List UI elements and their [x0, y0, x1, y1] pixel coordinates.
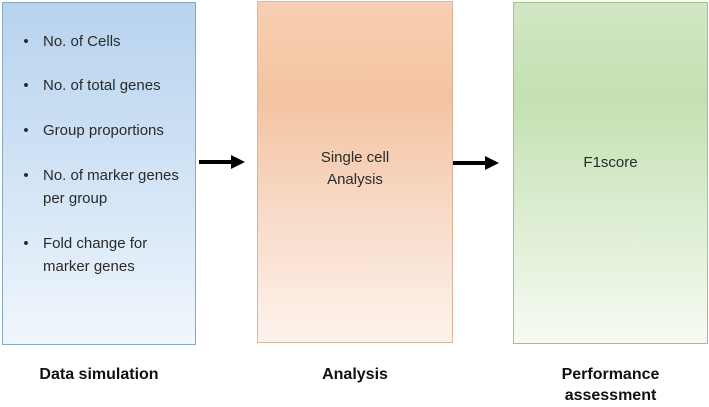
analysis-caption: Analysis — [322, 366, 388, 383]
list-item-text: No. of marker genes per group — [43, 167, 179, 207]
bullet-icon: • — [23, 33, 29, 50]
analysis-box: Single cell Analysis — [257, 1, 453, 343]
bullet-icon: • — [23, 167, 29, 184]
list-item: • Fold change for marker genes — [23, 232, 193, 278]
analysis-box-label-line2: Analysis — [327, 171, 383, 188]
data-simulation-box: • No. of Cells • No. of total genes • Gr… — [2, 2, 196, 345]
bullet-icon: • — [23, 122, 29, 139]
analysis-box-label-line1: Single cell — [320, 149, 390, 166]
list-item-text: Fold change for marker genes — [43, 235, 148, 275]
bullet-icon: • — [23, 77, 29, 94]
bullet-icon: • — [23, 235, 29, 252]
performance-box-label: F1score — [583, 154, 638, 171]
list-item-text: Group proportions — [43, 122, 164, 139]
performance-caption-line2: assessment — [564, 387, 657, 404]
arrow-right-icon — [453, 156, 499, 170]
list-item-text: No. of Cells — [43, 33, 121, 50]
list-item-text: No. of total genes — [43, 77, 161, 94]
list-item: • Group proportions — [23, 119, 193, 142]
list-item: • No. of Cells — [23, 30, 193, 53]
arrow-right-icon — [199, 155, 245, 169]
list-item: • No. of total genes — [23, 74, 193, 97]
performance-box: F1score — [513, 2, 708, 344]
data-simulation-caption: Data simulation — [39, 366, 159, 383]
list-item: • No. of marker genes per group — [23, 164, 193, 210]
performance-caption-line1: Performance — [561, 366, 660, 383]
